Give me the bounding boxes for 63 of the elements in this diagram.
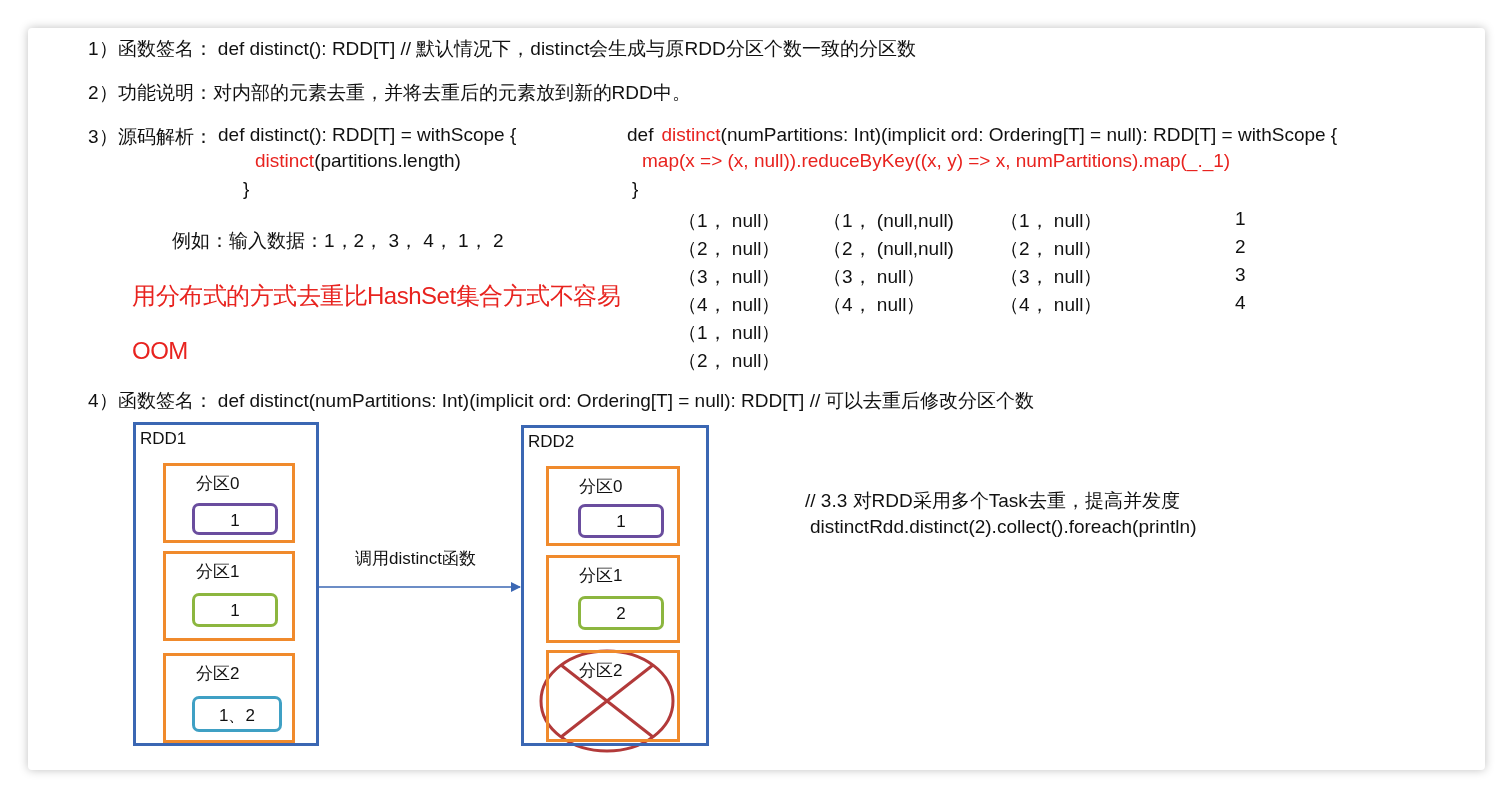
code-text: 3）源码解析：	[88, 125, 213, 149]
rdd-title: RDD2	[528, 432, 575, 452]
value-box	[192, 593, 278, 627]
data-value: （2， null）	[678, 237, 781, 261]
partition-box	[546, 466, 680, 546]
partition-title: 分区0	[196, 473, 240, 495]
code-text: map(x => (x, null)).reduceByKey((x, y) => x, numPartitions).map(_._1)	[642, 150, 1231, 172]
data-value: 4	[1235, 292, 1246, 314]
data-value: 3	[1235, 264, 1246, 286]
partition-box	[546, 650, 680, 742]
data-value: （4， null）	[823, 293, 926, 317]
arrow	[318, 582, 521, 592]
code-text: def distinct(): RDD[T] = withScope {	[218, 124, 517, 146]
value-box	[192, 696, 282, 732]
data-value: （1， null）	[678, 209, 781, 233]
data-value: （2， null）	[678, 349, 781, 373]
rdd-title: RDD1	[140, 429, 187, 449]
code-text: distinct	[255, 150, 315, 172]
data-value: （3， null）	[678, 265, 781, 289]
partition-title: 分区2	[579, 660, 623, 682]
data-value: （2， null）	[1000, 237, 1103, 261]
value-text: 1	[615, 512, 627, 532]
data-value: （1， (null,null)	[823, 209, 954, 233]
data-value: （1， null）	[678, 321, 781, 345]
data-value: 2	[1235, 236, 1246, 258]
partition-title: 分区0	[579, 476, 623, 498]
code-text: distinctRdd.distinct(2).collect().foreach(println)	[810, 516, 1197, 538]
partition-title: 分区1	[579, 565, 623, 587]
code-text: 例如：输入数据：1，2， 3， 4， 1， 2	[172, 229, 504, 253]
value-text: 1	[229, 601, 241, 621]
rdd-container	[521, 425, 709, 746]
value-text: 1	[229, 511, 241, 531]
code-text: 4）函数签名： def distinct(numPartitions: Int)(implicit ord: Ordering[T] = null): RDD[T] // 可以去重后修改分区个数	[88, 389, 1035, 413]
value-box	[578, 504, 664, 538]
partition-box	[163, 463, 295, 543]
value-text: 1、2	[218, 705, 256, 727]
partition-box	[163, 653, 295, 743]
data-value: （3， null）	[1000, 265, 1103, 289]
code-text: }	[243, 178, 250, 200]
data-value: 1	[1235, 208, 1246, 230]
code-text: def	[627, 124, 654, 146]
partition-box	[546, 555, 680, 643]
rdd-container	[133, 422, 319, 746]
value-box	[192, 503, 278, 535]
data-value: （4， null）	[678, 293, 781, 317]
code-text: 1）函数签名： def distinct(): RDD[T] // 默认情况下，distinct会生成与原RDD分区个数一致的分区数	[88, 37, 916, 61]
edge-label: 调用distinct函数	[355, 548, 476, 570]
data-value: （3， null）	[823, 265, 926, 289]
data-value: （1， null）	[1000, 209, 1103, 233]
partition-title: 分区2	[196, 663, 240, 685]
code-text: // 3.3 对RDD采用多个Task去重，提高并发度	[805, 489, 1180, 513]
value-box	[578, 596, 664, 630]
partition-box	[163, 551, 295, 641]
data-value: （4， null）	[1000, 293, 1103, 317]
data-value: （2， (null,null)	[823, 237, 954, 261]
code-text: }	[632, 178, 639, 200]
code-text: distinct	[661, 124, 721, 146]
code-text: (numPartitions: Int)(implicit ord: Ordering[T] = null): RDD[T] = withScope {	[720, 124, 1338, 146]
code-text: (partitions.length)	[314, 150, 461, 172]
partition-title: 分区1	[196, 561, 240, 583]
note-text: 用分布式的方式去重比HashSet集合方式不容易OOM	[132, 281, 622, 366]
code-text: 2）功能说明：对内部的元素去重，并将去重后的元素放到新的RDD中。	[88, 81, 691, 105]
value-text: 2	[615, 604, 627, 624]
